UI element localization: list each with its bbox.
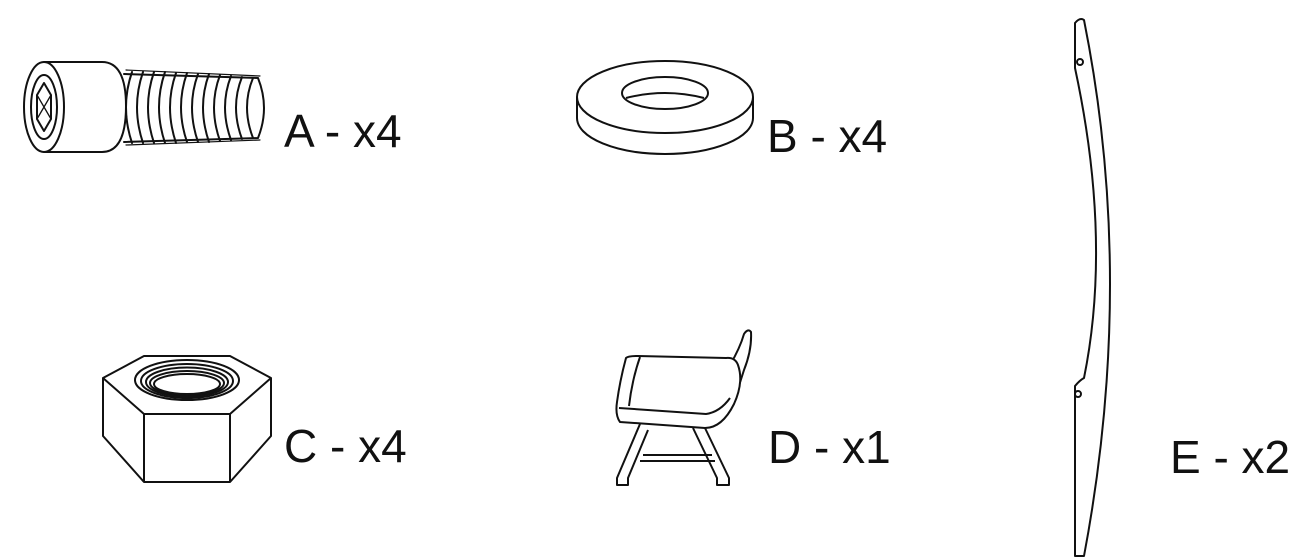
part-c-label: C - x4 (284, 420, 407, 472)
part-e-label: E - x2 (1170, 431, 1291, 483)
part-d-label: D - x1 (768, 421, 891, 473)
part-b-label: B - x4 (767, 110, 888, 162)
part-a-label: A - x4 (284, 105, 402, 157)
